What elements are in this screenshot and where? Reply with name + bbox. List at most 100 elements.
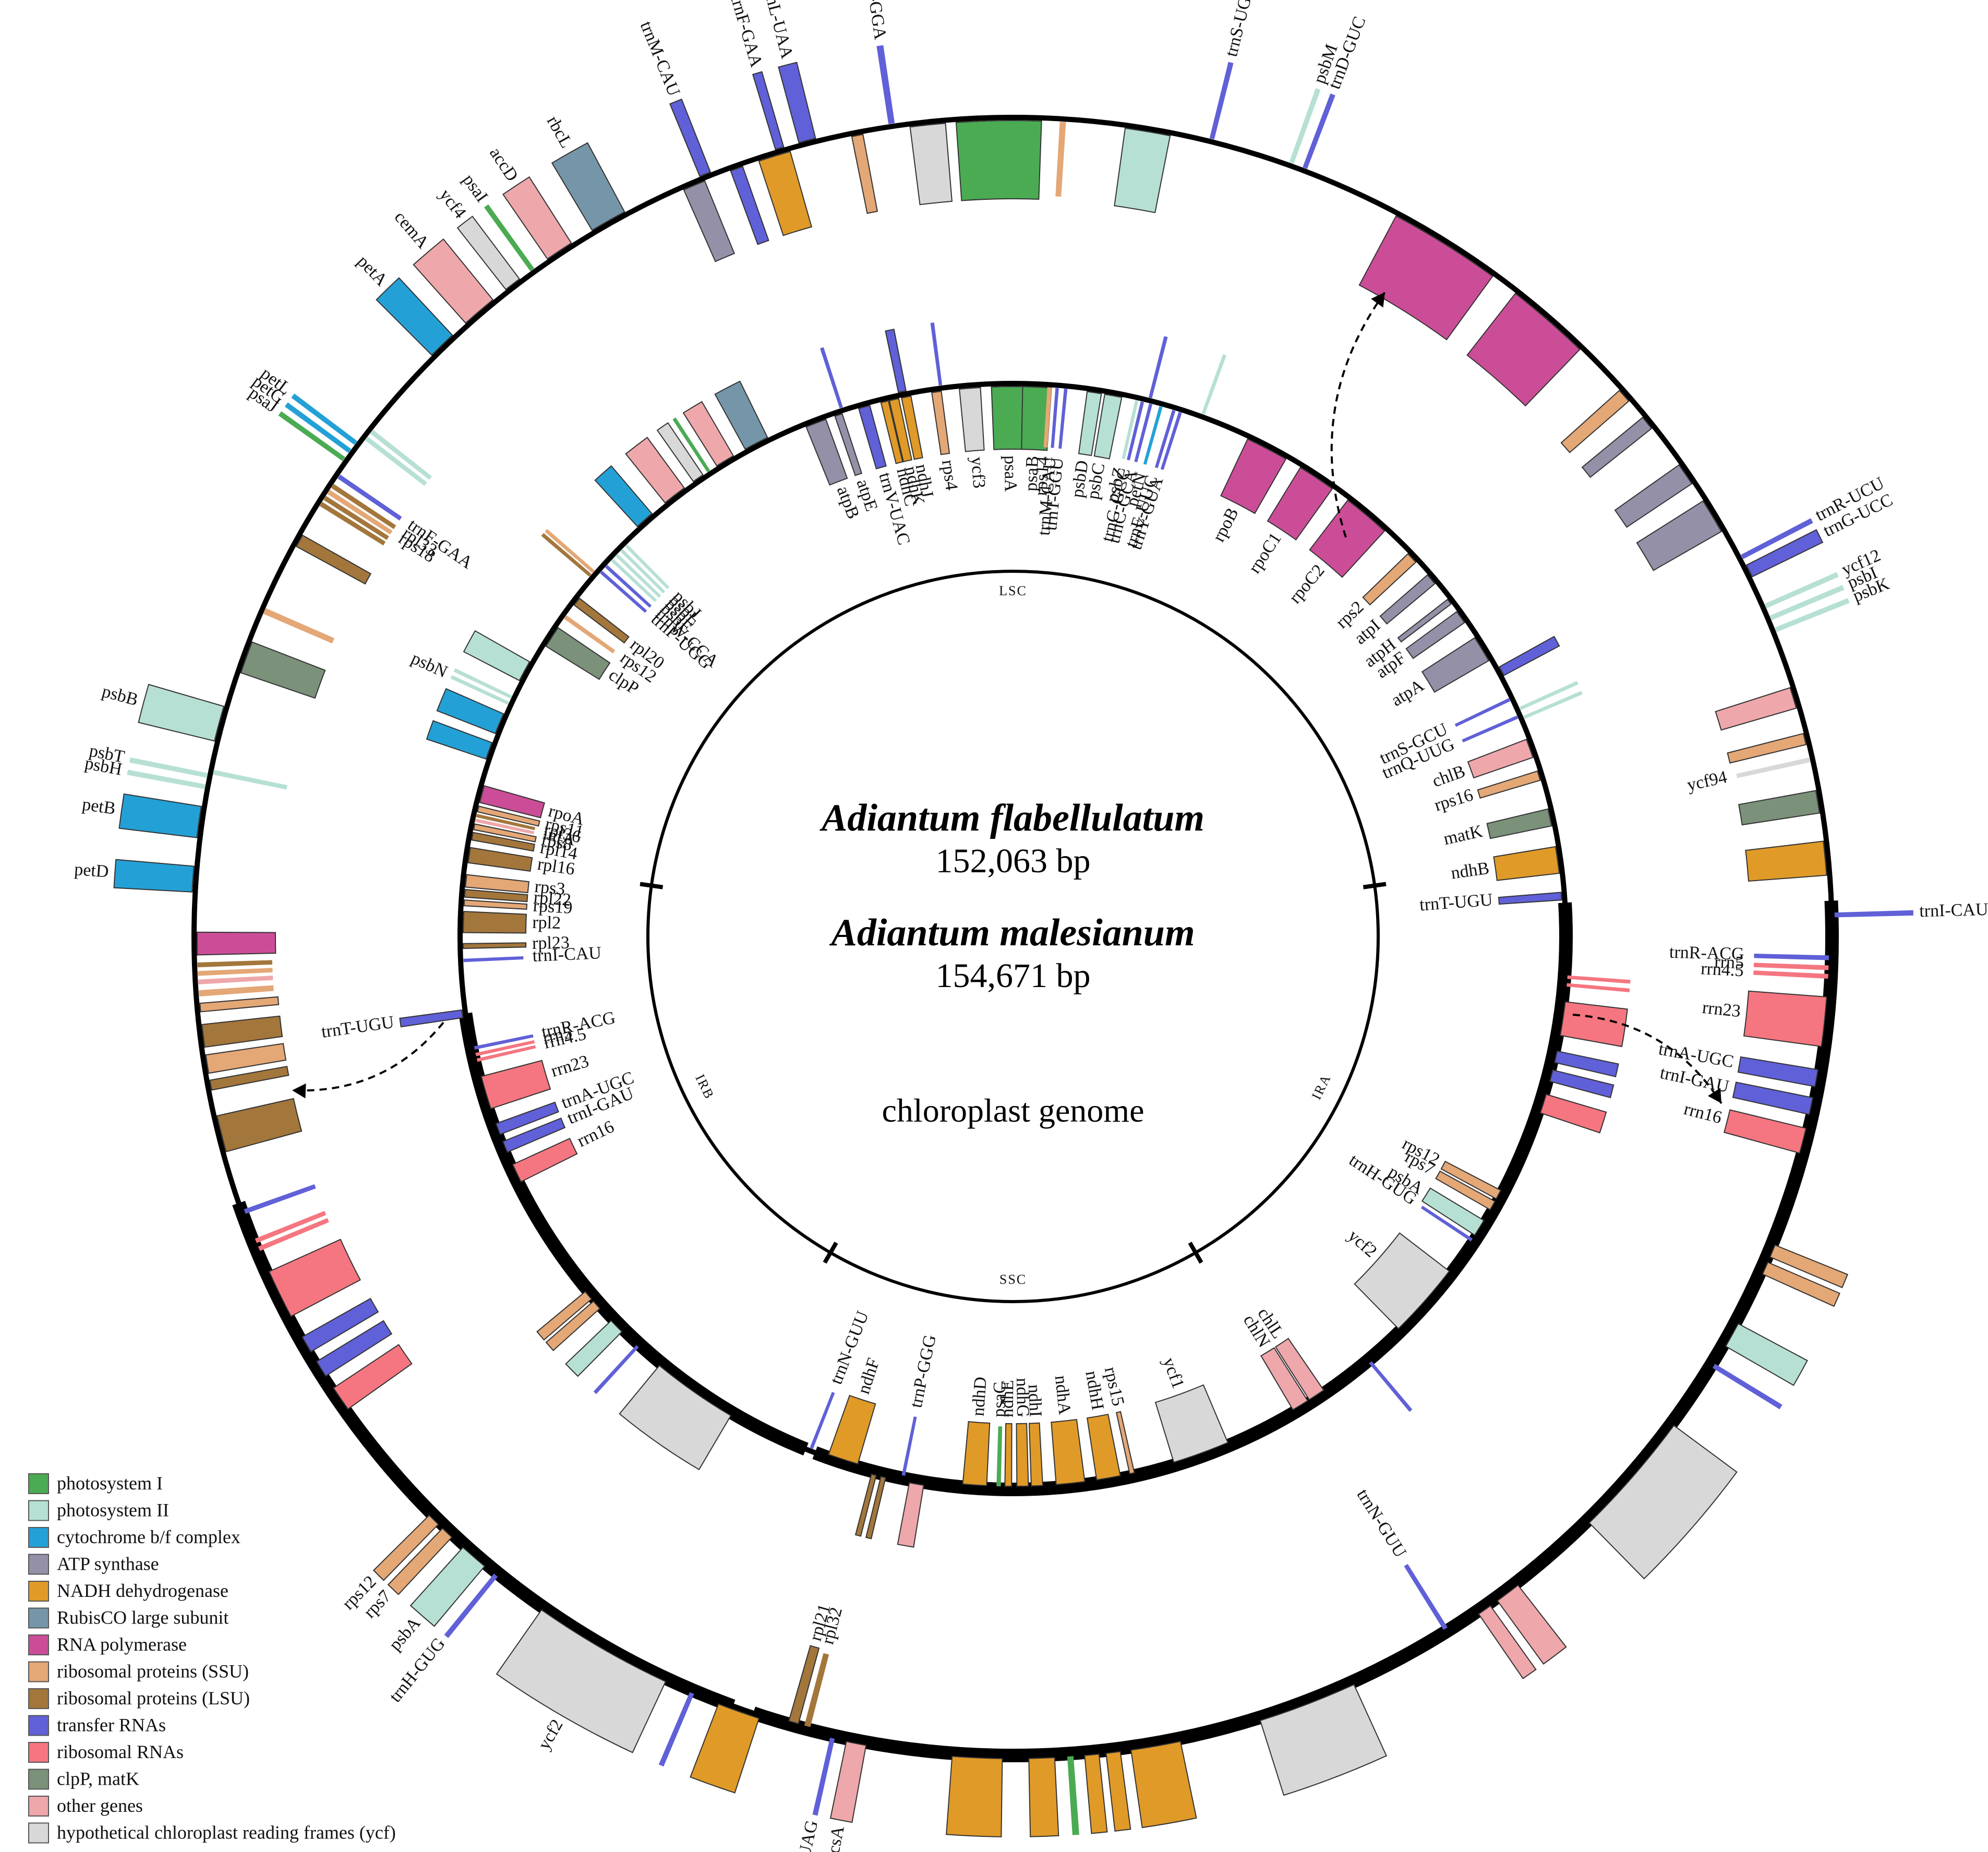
outer-gene-ccsa-54 [829, 1741, 867, 1823]
inner-gene-unlabeled-77 [536, 1291, 593, 1341]
legend-label-atp-synthase: ATP synthase [57, 1554, 159, 1574]
inner-gene-trnq-uug-36 [1462, 715, 1519, 743]
inner-gene-unlabeled-107 [541, 533, 592, 577]
inner-gene-trnp-ggg-68 [901, 1416, 917, 1476]
inner-gene-unlabeled-46 [1559, 1001, 1628, 1048]
arrow-ir-shift-top-head [1371, 292, 1385, 308]
inner-label-atpa: atpA [1388, 676, 1428, 710]
outer-gene-unlabeled-17 [1560, 390, 1630, 453]
outer-gene-trni-gau-37 [1732, 1081, 1814, 1115]
outer-gene-psbm-13 [1289, 88, 1321, 164]
ir-shift-arrows [292, 291, 1722, 1104]
outer-gene-unlabeled-91 [319, 502, 386, 546]
legend-label-ribosomal-proteins-ssu: ribosomal proteins (SSU) [57, 1661, 249, 1682]
inner-gene-atpe-1 [834, 413, 863, 476]
outer-label-ycf4: ycf4 [436, 185, 470, 222]
inner-gene-trnn-guu-72 [810, 1392, 835, 1449]
inner-gene-trnh-gug-53 [1420, 1206, 1473, 1242]
inner-gene-unlabeled-70 [854, 1473, 877, 1537]
outer-gene-unlabeled-80 [197, 960, 273, 968]
map-title: Adiantum flabellulatum 152,063 bp Adiant… [820, 797, 1204, 1129]
inner-gene-unlabeled-118 [672, 417, 710, 473]
outer-gene-unlabeled-68 [268, 1238, 361, 1317]
inner-gene-psbe-111 [611, 558, 657, 603]
arrow-ir-shift-right-head [1707, 1088, 1721, 1103]
inner-gene-unlabeled-49 [1539, 1093, 1607, 1134]
outer-gene-psaj-95 [278, 411, 346, 461]
outer-gene-psbk-25 [1775, 598, 1850, 632]
outer-gene-cema-102 [413, 238, 494, 324]
inner-gene-chln-57 [1260, 1347, 1309, 1411]
outer-gene-unlabeled-5 [758, 151, 813, 236]
outer-gene-petd-82 [113, 859, 195, 893]
inner-gene-ycf3-10 [959, 387, 985, 452]
outer-gene-unlabeled-53 [946, 1755, 1003, 1837]
inner-gene-matk-41 [1486, 808, 1552, 839]
inner-gene-unlabeled-55 [1369, 1361, 1413, 1412]
inner-gene-trny-gua-24 [1160, 412, 1182, 470]
outer-gene-unlabeled-70 [255, 1211, 327, 1243]
inner-gene-rpoa-98 [479, 785, 545, 819]
outer-gene-trns-gga-3 [876, 45, 895, 124]
inner-gene-atpb-0 [805, 418, 848, 486]
inner-gene-rpl20-106 [573, 597, 630, 644]
outer-gene-psba-62 [409, 1546, 486, 1627]
outer-gene-unlabeled-9 [955, 120, 1042, 201]
inner-label-ycf3: ycf3 [967, 456, 989, 489]
inner-gene-unlabeled-115 [594, 465, 653, 527]
inner-label-rpoc2: rpoC2 [1285, 561, 1329, 607]
region-boundary-tick-2 [823, 1242, 838, 1264]
outer-gene-rrn16-38 [1724, 1109, 1807, 1154]
inner-gene-rps7-51 [1435, 1170, 1496, 1211]
inner-label-trnt-ugu: trnT-UGU [1419, 890, 1493, 915]
outer-gene-unlabeled-26 [1715, 687, 1797, 731]
inner-gene-psbz-19 [1122, 400, 1139, 460]
outer-label-rrn23: rrn23 [1701, 998, 1741, 1021]
outer-gene-trnr-acg-32 [1754, 953, 1829, 960]
outer-gene-unlabeled-49 [1105, 1751, 1131, 1832]
legend-swatch-atp-synthase [28, 1554, 49, 1575]
inner-label-rps14: rps14 [1031, 456, 1053, 497]
outer-gene-petb-83 [118, 793, 202, 838]
outer-gene-psbt-85 [129, 757, 208, 778]
legend-label-ribosomal-proteins-lsu: ribosomal proteins (LSU) [57, 1688, 250, 1709]
outer-gene-trnh-gug-61 [444, 1573, 498, 1638]
inner-gene-trnt-ugu-43 [1498, 892, 1562, 905]
outer-gene-rbcl-106 [551, 142, 625, 231]
outer-gene-trnf-gaa-1 [752, 71, 785, 150]
outer-gene-rpl33-94 [331, 484, 396, 530]
inner-ir-band-1 [459, 1012, 809, 1456]
inner-gene-rps4-9 [931, 390, 950, 455]
outer-gene-unlabeled-77 [198, 985, 274, 997]
inner-label-rpob: rpoB [1209, 504, 1243, 545]
inner-label-ndhd: ndhD [969, 1376, 991, 1417]
legend-swatch-ribosomal-proteins-ssu [28, 1661, 49, 1682]
legend-swatch-hypothetical-chloroplast-reading-frames-ycf [28, 1822, 49, 1844]
outer-gene-ycf2-60 [496, 1609, 667, 1753]
outer-gene-unlabeled-73 [209, 1066, 290, 1091]
inner-label-trni-cau: trnI-CAU [532, 943, 602, 966]
outer-gene-trnd-guc-14 [1303, 93, 1335, 169]
outer-gene-rrn23-35 [1743, 990, 1827, 1048]
species-1-name: Adiantum flabellulatum [820, 797, 1204, 839]
inner-gene-trnt-ggu-15 [1058, 389, 1068, 449]
outer-gene-unlabeled-88 [240, 641, 326, 699]
legend-label-rna-polymerase: RNA polymerase [57, 1634, 187, 1655]
inner-gene-trnr-acg-84 [474, 1034, 534, 1050]
outer-gene-unlabeled-30 [1745, 840, 1827, 882]
inner-label-ndhi: ndhI [1025, 1384, 1045, 1417]
outer-gene-unlabeled-65 [332, 1344, 413, 1410]
inner-gene-unlabeled-74 [593, 1345, 639, 1394]
inner-gene-rps12-50 [1440, 1160, 1502, 1200]
inner-label-trnp-ggg: trnP-GGG [906, 1333, 940, 1409]
legend-label-rubisco-large-subunit: RubisCO large subunit [57, 1607, 228, 1628]
inner-gene-unlabeled-48 [1549, 1069, 1615, 1099]
legend-swatch-photosystem-ii [28, 1500, 49, 1521]
legend-swatch-ribosomal-rnas [28, 1742, 49, 1763]
inner-gene-infa-95 [475, 818, 535, 835]
inner-label-rps4: rps4 [938, 459, 961, 491]
inner-gene-ycf2-54 [1354, 1232, 1450, 1330]
